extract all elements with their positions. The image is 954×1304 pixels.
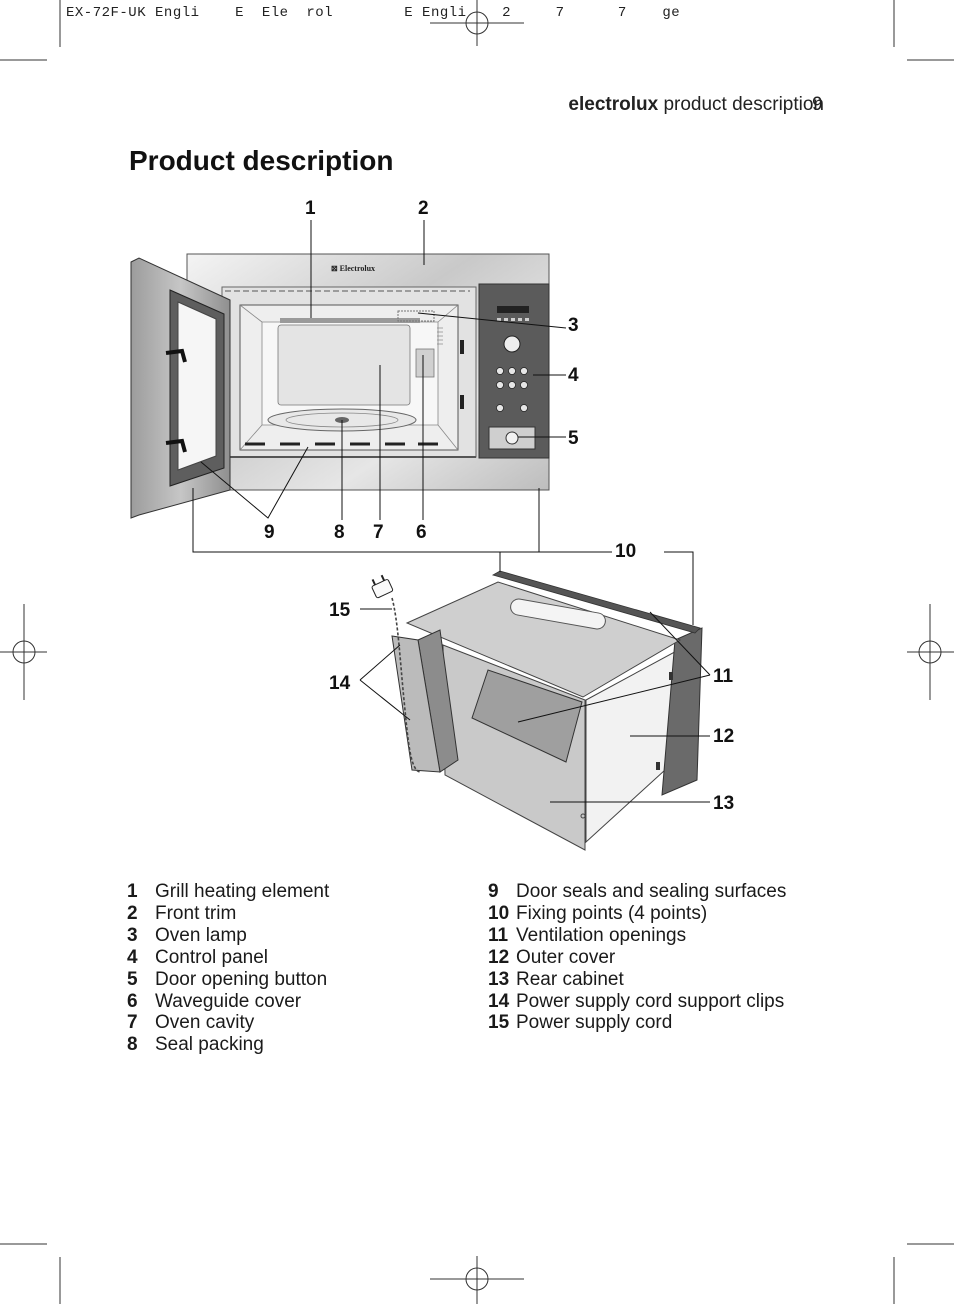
control-dial [503, 335, 521, 353]
legend-number: 5 [127, 968, 138, 990]
legend-number: 10 [488, 902, 510, 924]
legend-item: 4 Control panel [127, 947, 329, 969]
legend-number: 14 [488, 990, 510, 1012]
registration-mark-bottom [430, 1256, 524, 1304]
cavity-window [277, 324, 411, 406]
legend-number: 7 [127, 1012, 138, 1034]
control-buttons [496, 367, 528, 412]
power-plug [371, 574, 394, 599]
legend-number: 2 [127, 902, 138, 924]
callout-5: 5 [568, 428, 579, 449]
legend-text: Fixing points (4 points) [516, 902, 708, 924]
callout-9: 9 [264, 522, 275, 543]
legend-text: Rear cabinet [516, 968, 624, 990]
running-header: electrolux product description [568, 94, 824, 116]
legend-number: 15 [488, 1012, 510, 1034]
legend-item: 8 Seal packing [127, 1034, 329, 1056]
callouts: 1 2 3 4 5 6 7 8 9 10 11 12 13 14 15 [264, 198, 734, 814]
legend-text: Oven lamp [155, 924, 247, 946]
legend-number: 8 [127, 1034, 138, 1056]
legend-text: Power supply cord support clips [516, 990, 785, 1012]
legend-number: 13 [488, 968, 510, 990]
oven-lamp [397, 310, 435, 322]
legend-text: Ventilation openings [516, 924, 687, 946]
page-number: 9 [812, 94, 823, 115]
legend-item: 1 Grill heating element [127, 881, 329, 903]
top-plate [405, 581, 682, 698]
legend-item: 9 Door seals and sealing surfaces [488, 881, 786, 903]
legend-text: Seal packing [155, 1034, 264, 1056]
door-window [177, 301, 217, 471]
parts-legend-right: 9 Door seals and sealing surfaces 10 Fixin… [488, 881, 786, 1034]
callout-12: 12 [713, 726, 734, 747]
callout-11: 11 [713, 666, 734, 687]
door-hook [165, 348, 187, 363]
microwave-front-view: ⊠ Electrolux [130, 253, 550, 519]
legend-item: 12 Outer cover [488, 947, 786, 969]
callout-7: 7 [373, 522, 384, 543]
callout-1: 1 [305, 198, 316, 219]
legend-item: 11 Ventilation openings [488, 925, 786, 947]
registration-mark-right [907, 604, 954, 700]
legend-item: 10 Fixing points (4 points) [488, 903, 786, 925]
legend-text: Door seals and sealing surfaces [516, 881, 787, 902]
door-latch-slot [460, 340, 464, 354]
legend-number: 6 [127, 990, 138, 1012]
registration-mark-top [430, 0, 524, 46]
legend-text: Grill heating element [155, 881, 330, 902]
callout-15: 15 [329, 600, 351, 621]
callout-6: 6 [416, 522, 427, 543]
leader-lines [192, 220, 711, 803]
legend-number: 4 [127, 946, 138, 968]
legend-item: 15 Power supply cord [488, 1012, 786, 1034]
print-slug: EX-72F-UK Engli E Ele rol E Engli 2 7 7 … [66, 5, 681, 21]
legend-item: 7 Oven cavity [127, 1012, 329, 1034]
display [497, 306, 529, 313]
running-header-brand: electrolux [568, 94, 659, 115]
power-cord [391, 597, 421, 773]
ventilation-hood [471, 669, 583, 763]
cord-clip-bracket-side [391, 635, 441, 773]
callout-3: 3 [568, 315, 579, 336]
legend-item: 6 Waveguide cover [127, 991, 329, 1013]
legend-text: Front trim [155, 902, 237, 924]
legend-text: Outer cover [516, 946, 616, 968]
callout-8: 8 [334, 522, 345, 543]
legend-text: Oven cavity [155, 1012, 255, 1034]
brand-plate: ⊠ Electrolux [331, 264, 375, 273]
registration-mark-left [0, 604, 47, 700]
legend-item: 13 Rear cabinet [488, 969, 786, 991]
legend-text: Waveguide cover [155, 990, 302, 1012]
legend-number: 3 [127, 924, 138, 946]
door-latch-slot [460, 395, 464, 409]
legend-number: 9 [488, 881, 499, 902]
callout-4: 4 [568, 365, 579, 386]
grill-element [280, 318, 420, 323]
legend-number: 11 [488, 924, 509, 946]
door-hook [165, 438, 187, 453]
top-rail [491, 570, 701, 634]
running-header-section: product description [663, 94, 824, 115]
legend-item: 14 Power supply cord support clips [488, 991, 786, 1013]
legend-text: Power supply cord [516, 1012, 673, 1034]
page-title: Product description [129, 145, 394, 176]
legend-item: 2 Front trim [127, 903, 329, 925]
callout-14: 14 [329, 673, 351, 694]
waveguide-cover [415, 348, 435, 378]
legend-text: Control panel [155, 946, 269, 968]
callout-2: 2 [418, 198, 429, 219]
legend-item: 5 Door opening button [127, 969, 329, 991]
callout-13: 13 [713, 793, 734, 814]
callout-10: 10 [615, 541, 636, 562]
legend-number: 12 [488, 946, 510, 968]
rear-cabinet-view [371, 570, 703, 851]
legend-number: 1 [127, 881, 138, 902]
legend-item: 3 Oven lamp [127, 925, 329, 947]
legend-text: Door opening button [155, 968, 328, 990]
